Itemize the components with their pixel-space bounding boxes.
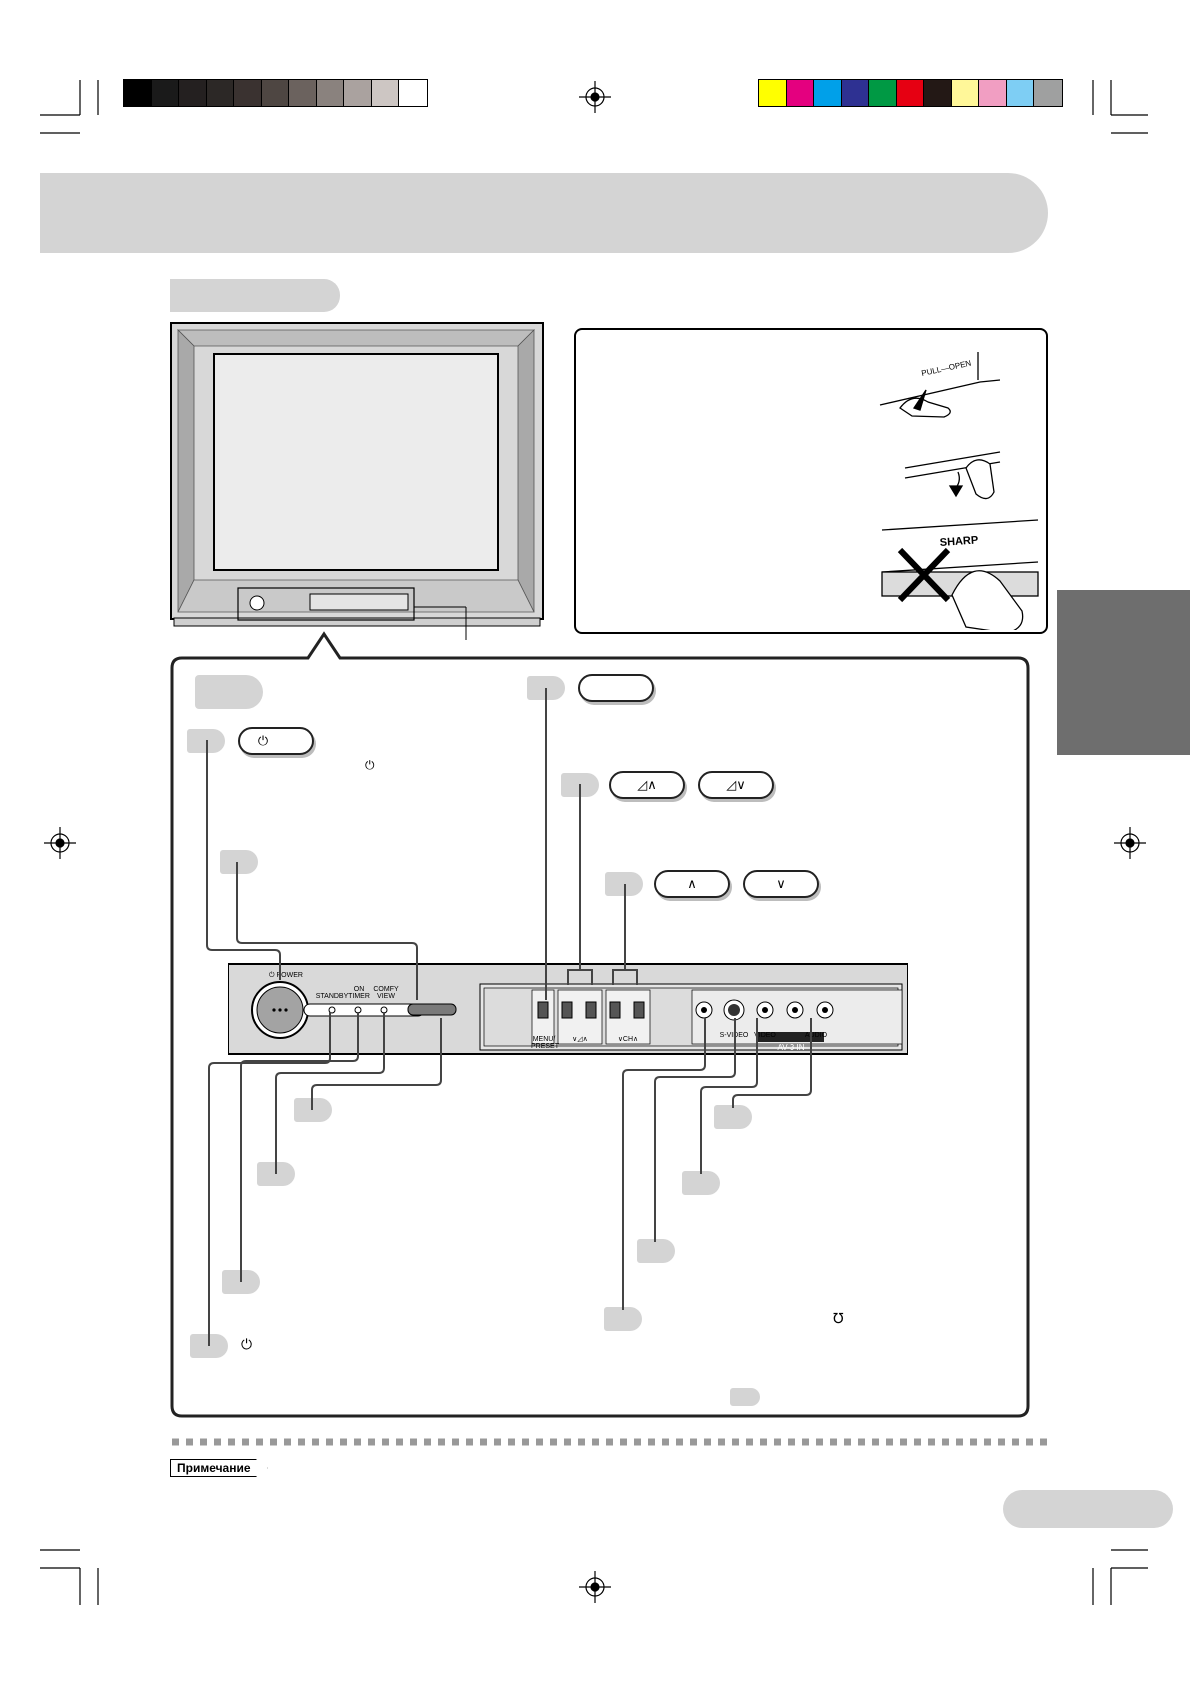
channel-up-key: ∧ [654,870,730,898]
callout-marker-13 [604,1307,642,1331]
headphone-inline-icon: ℧ [833,1311,844,1327]
calibration-swatch [840,79,870,107]
calibration-swatch [785,79,815,107]
sharp-brand-label: SHARP [939,534,978,549]
calibration-swatch [978,79,1008,107]
power-key-icon: ⏻ [257,733,269,749]
calibration-swatch [758,79,788,107]
side-tab [1057,590,1190,755]
calibration-swatch [178,79,208,107]
calibration-swatch [398,79,428,107]
volume-down-icon: ◿∨ [726,777,746,793]
calibration-swatch [923,79,953,107]
page-number-pill [1003,1490,1173,1528]
channel-down-key: ∨ [743,870,819,898]
header-band [40,173,1048,253]
page-ref-marker [730,1388,760,1406]
volume-up-icon: ◿∧ [637,777,657,793]
audio-panel-label: AUDIO [804,1032,828,1039]
volume-down-key: ◿∨ [698,771,774,799]
menu-preset-panel-label: MENU/ PRESET [531,1036,560,1050]
menu-key [578,674,654,702]
power-panel-text: POWER [276,972,303,979]
channel-panel-label: ∨CH∧ [617,1036,639,1043]
calibration-swatch [315,79,345,107]
front-panel-illustration [228,963,908,1055]
calibration-swatch [123,79,153,107]
panel-heading-pill [195,675,263,709]
callout-marker-2 [220,850,258,874]
calibration-swatch [260,79,290,107]
registration-targets [44,81,1146,1603]
callout-marker-12 [637,1239,675,1263]
calibration-swatch [370,79,400,107]
tv-illustration [170,322,544,640]
power-key: ⏻ [238,727,314,755]
volume-panel-label: ∨◿∧ [572,1036,588,1043]
video-panel-label: VIDEO [754,1032,776,1039]
calibration-swatch [1005,79,1035,107]
calibration-swatch [288,79,318,107]
calibration-swatch [1033,79,1063,107]
power-panel-label: ⏻ POWER [256,972,316,979]
on-timer-panel-label: ON TIMER [348,986,370,1000]
calibration-swatch [150,79,180,107]
calibration-swatch [233,79,263,107]
comfy-view-panel-label: COMFY VIEW [373,986,399,1000]
power-panel-icon: ⏻ [269,972,275,979]
door-figures: PULL—OPEN SHARP [879,352,1039,630]
calibration-swatch [205,79,235,107]
calibration-swatch [343,79,373,107]
power-inline-icon: ⏻ [365,758,375,772]
calibration-swatch [868,79,898,107]
volume-up-key: ◿∧ [609,771,685,799]
callout-marker-11 [682,1171,720,1195]
section-title-pill [170,279,340,312]
svideo-panel-label: S-VIDEO [719,1032,749,1039]
standby-inline-icon: ⏻ [241,1337,253,1353]
standby-panel-label: STANDBY [315,993,349,1000]
door-instructions-box [574,328,1048,634]
callout-marker-10 [714,1105,752,1129]
calibration-swatch [950,79,980,107]
av3-panel-label: AV-3 IN [777,1043,805,1052]
calibration-swatch [895,79,925,107]
channel-up-icon: ∧ [687,876,697,892]
dotted-separator [172,1438,1048,1446]
note-badge: Примечание [170,1459,268,1477]
channel-down-icon: ∨ [776,876,786,892]
calibration-swatch [813,79,843,107]
